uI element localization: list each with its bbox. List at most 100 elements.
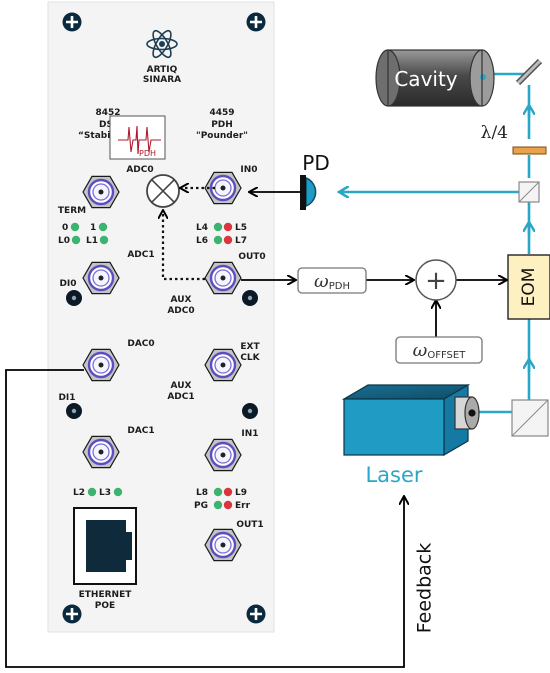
label-dac1: DAC1 [127, 426, 154, 436]
led-l8-icon [213, 487, 223, 497]
led-label-l2: L2 [73, 488, 85, 498]
omega-offset-box: ωOFFSET [395, 336, 483, 364]
sma-connector-out1[interactable] [204, 528, 242, 562]
di1-jack[interactable] [66, 403, 82, 419]
eom-box: EOM [507, 254, 550, 320]
label-dac0: DAC0 [127, 339, 154, 349]
led-l4-icon [213, 222, 223, 232]
brand-sinara: SINARA [143, 75, 181, 85]
ethernet-jack-icon [86, 520, 132, 572]
led-label-0: 0 [62, 223, 68, 233]
sinara-front-panel: ARTIQ SINARA 8452 DS “Stabi 4459 PDH "Po… [47, 1, 275, 633]
aux-adc0-jack[interactable] [242, 290, 258, 306]
led-label-l9: L9 [235, 488, 247, 498]
feedback-label: Feedback [414, 543, 436, 633]
label-aux-adc1-line1: AUX [171, 381, 192, 391]
label-in1: IN1 [241, 429, 258, 439]
label-ext-clk-line1: EXT [240, 342, 260, 352]
sma-connector-in0[interactable] [204, 171, 242, 205]
brand-artiq: ARTIQ [147, 65, 178, 75]
module-right-sub: "Pounder" [196, 131, 248, 141]
label-term: TERM [58, 206, 86, 216]
laser-label: Laser [365, 463, 422, 487]
label-di1: DI1 [58, 393, 75, 403]
inset-label: PDH [139, 149, 156, 158]
sma-connector-adc0[interactable] [82, 175, 120, 209]
led-0-icon [70, 222, 80, 232]
omega-pdh-box: ωPDH [297, 267, 367, 294]
mixer [146, 174, 180, 208]
label-aux-adc0-line1: AUX [171, 295, 192, 305]
led-l3-icon [113, 487, 123, 497]
quarter-wave-plate: λ/4 [481, 123, 547, 155]
led-label-l4: L4 [196, 223, 208, 233]
led-l6-icon [213, 235, 223, 245]
wave-plate-label: λ/4 [481, 123, 508, 143]
module-left-sub: “Stabi [78, 131, 110, 141]
pd-label: PD [302, 151, 329, 175]
module-left-id: 8452 [95, 108, 120, 118]
sma-connector-adc1[interactable] [82, 261, 120, 295]
screw-icon [62, 604, 82, 624]
screw-icon [62, 12, 82, 32]
label-aux-adc1-line2: ADC1 [167, 392, 194, 402]
svg-text:ωPDH: ωPDH [314, 271, 350, 292]
module-left-name: DS [99, 120, 113, 130]
sum-node: + [415, 259, 457, 301]
led-label-l7: L7 [235, 236, 247, 246]
eom-label: EOM [519, 268, 539, 307]
screw-icon [246, 604, 266, 624]
led-l2-icon [87, 487, 97, 497]
beam-splitter-lower [511, 399, 549, 437]
omega-symbol: ω [314, 271, 329, 292]
optical-cavity: Cavity [375, 49, 495, 107]
led-l0-icon [71, 235, 81, 245]
led-pg-icon [213, 500, 223, 510]
sum-plus-label: + [425, 266, 447, 296]
led-err-icon [223, 500, 233, 510]
sma-connector-in1[interactable] [204, 438, 242, 472]
artiq-logo-icon [146, 29, 178, 59]
sma-connector-dac0[interactable] [82, 348, 120, 382]
svg-text:ωOFFSET: ωOFFSET [413, 340, 467, 361]
aux-adc1-jack[interactable] [242, 403, 258, 419]
led-label-l8: L8 [196, 488, 208, 498]
led-l9-icon [223, 487, 233, 497]
sma-connector-out0[interactable] [204, 261, 242, 295]
label-adc1: ADC1 [127, 250, 154, 260]
label-in0: IN0 [240, 165, 257, 175]
sma-connector-ext-clk[interactable] [204, 348, 242, 382]
led-l1-icon [99, 235, 109, 245]
screw-icon [246, 12, 266, 32]
label-poe: POE [95, 601, 115, 611]
feedback-wire [5, 369, 404, 668]
led-label-l1: L1 [86, 236, 98, 246]
led-label-1: 1 [90, 223, 96, 233]
ethernet-port[interactable] [73, 507, 137, 585]
led-label-l6: L6 [196, 236, 208, 246]
module-right-name: PDH [211, 120, 233, 130]
photodiode-icon: PD [300, 151, 330, 210]
label-ethernet: ETHERNET [79, 590, 133, 600]
label-adc0: ADC0 [126, 165, 153, 175]
omega-symbol: ω [413, 340, 428, 361]
led-l7-icon [223, 235, 233, 245]
sma-connector-dac1[interactable] [82, 435, 120, 469]
led-label-l5: L5 [235, 223, 247, 233]
label-aux-adc0-line2: ADC0 [167, 306, 194, 316]
label-ext-clk-line2: CLK [240, 353, 260, 363]
led-label-l3: L3 [99, 488, 111, 498]
label-out1: OUT1 [236, 520, 263, 530]
omega-pdh-subscript: PDH [329, 281, 350, 292]
mirror-icon [515, 58, 543, 86]
led-label-err: Err [235, 501, 251, 511]
led-l5-icon [223, 222, 233, 232]
module-right-id: 4459 [209, 108, 234, 118]
di0-jack[interactable] [66, 290, 82, 306]
led-label-pg: PG [194, 501, 208, 511]
beam-splitter-upper [518, 181, 540, 203]
label-di0: DI0 [59, 279, 76, 289]
laser-source: Laser [341, 383, 480, 487]
pdh-error-signal-inset: PDH [109, 115, 166, 160]
